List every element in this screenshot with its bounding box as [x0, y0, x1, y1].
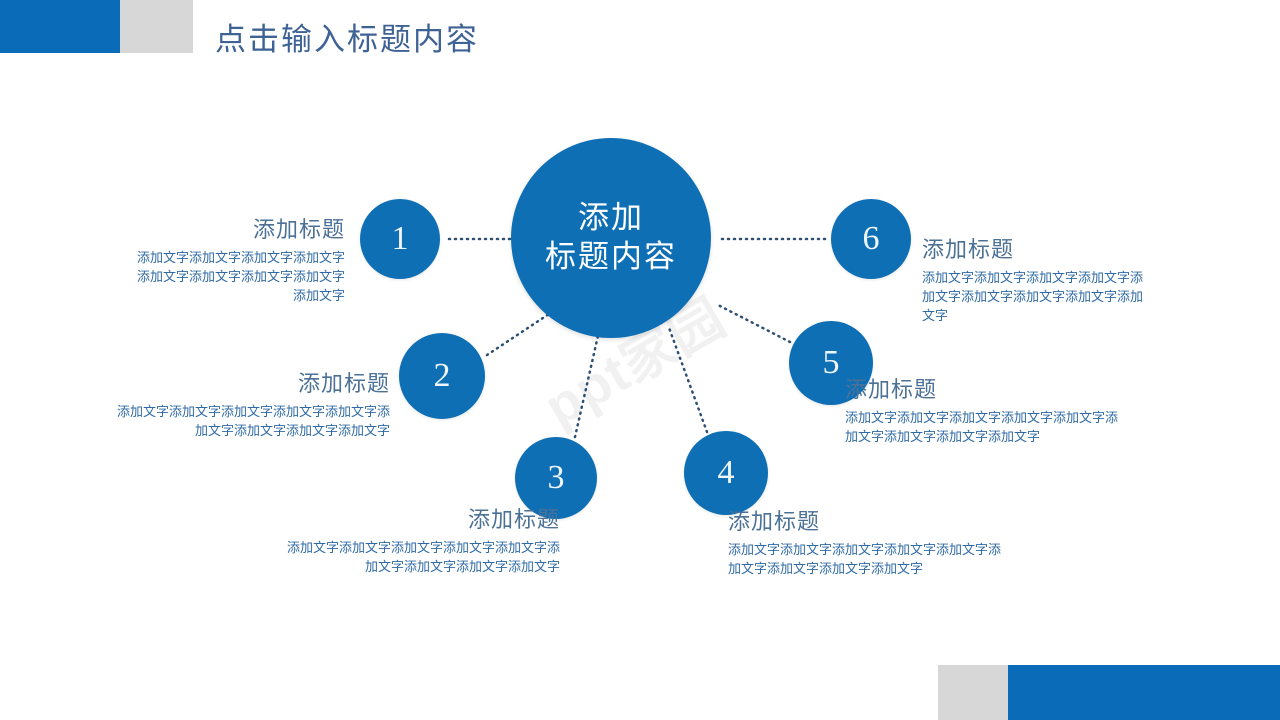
- node-text-block-6: 添加标题 添加文字添加文字添加文字添加文字添 加文字添加文字添加文字添加文字添加…: [922, 237, 1212, 326]
- node-body-6: 添加文字添加文字添加文字添加文字添 加文字添加文字添加文字添加文字添加 文字: [922, 269, 1212, 326]
- node-circle-6[interactable]: 6: [831, 199, 911, 279]
- connector-to-node-5: [716, 303, 792, 344]
- node-body-4: 添加文字添加文字添加文字添加文字添加文字添 加文字添加文字添加文字添加文字: [728, 541, 1118, 579]
- node-number-5: 5: [822, 344, 840, 381]
- node-title-3: 添加标题: [467, 507, 560, 532]
- connector-to-node-3: [573, 325, 602, 439]
- page-title: 点击输入标题内容: [215, 22, 479, 57]
- node-body-6-line-2: 加文字添加文字添加文字添加文字添加: [922, 289, 1144, 305]
- node-body-3-line-2: 加文字添加文字添加文字添加文字: [364, 559, 560, 575]
- node-text-block-4: 添加标题 添加文字添加文字添加文字添加文字添加文字添 加文字添加文字添加文字添加…: [728, 509, 1118, 579]
- footer-accent-bar-blue: [1008, 665, 1280, 720]
- node-body-5: 添加文字添加文字添加文字添加文字添加文字添 加文字添加文字添加文字添加文字: [845, 409, 1195, 447]
- node-body-6-line-1: 添加文字添加文字添加文字添加文字添: [922, 270, 1144, 286]
- node-body-3-line-1: 添加文字添加文字添加文字添加文字添加文字添: [286, 540, 560, 556]
- node-circle-5[interactable]: 5: [789, 321, 873, 405]
- node-body-2-line-1: 添加文字添加文字添加文字添加文字添加文字添: [116, 404, 390, 420]
- node-number-3: 3: [547, 459, 565, 496]
- node-title-4: 添加标题: [728, 509, 821, 534]
- connector-to-node-4: [666, 323, 709, 434]
- node-title-1: 添加标题: [252, 217, 345, 242]
- node-body-4-line-2: 加文字添加文字添加文字添加文字: [728, 561, 924, 577]
- node-body-2-line-2: 加文字添加文字添加文字添加文字: [194, 423, 390, 439]
- node-text-block-1: 添加标题 添加文字添加文字添加文字添加文字 添加文字添加文字添加文字添加文字 添…: [60, 217, 345, 306]
- node-circle-3[interactable]: 3: [515, 437, 597, 519]
- node-number-6: 6: [862, 220, 880, 257]
- node-circle-1[interactable]: 1: [360, 199, 440, 279]
- node-body-3: 添加文字添加文字添加文字添加文字添加文字添 加文字添加文字添加文字添加文字: [175, 539, 560, 577]
- node-text-block-2: 添加标题 添加文字添加文字添加文字添加文字添加文字添 加文字添加文字添加文字添加…: [40, 371, 390, 441]
- node-body-1-line-2: 添加文字添加文字添加文字添加文字: [136, 269, 345, 285]
- node-body-6-line-3: 文字: [922, 307, 949, 323]
- header-accent-bar-gray: [120, 0, 193, 53]
- hub-title-line-2: 标题内容: [545, 239, 677, 274]
- node-circle-4[interactable]: 4: [684, 431, 768, 515]
- node-number-2: 2: [433, 357, 451, 394]
- node-body-5-line-1: 添加文字添加文字添加文字添加文字添加文字添: [845, 410, 1119, 426]
- node-title-5: 添加标题: [845, 377, 938, 402]
- node-body-1-line-1: 添加文字添加文字添加文字添加文字: [136, 250, 345, 266]
- node-text-block-3: 添加标题 添加文字添加文字添加文字添加文字添加文字添 加文字添加文字添加文字添加…: [175, 507, 560, 577]
- node-circle-2[interactable]: 2: [399, 333, 485, 419]
- node-number-4: 4: [717, 454, 735, 491]
- footer-accent-bar-gray: [938, 665, 1008, 720]
- node-title-2: 添加标题: [297, 371, 390, 396]
- node-body-4-line-1: 添加文字添加文字添加文字添加文字添加文字添: [728, 542, 1002, 558]
- node-text-block-5: 添加标题 添加文字添加文字添加文字添加文字添加文字添 加文字添加文字添加文字添加…: [845, 377, 1195, 447]
- node-body-5-line-2: 加文字添加文字添加文字添加文字: [845, 429, 1041, 445]
- node-body-1-line-3: 添加文字: [292, 287, 345, 303]
- node-body-2: 添加文字添加文字添加文字添加文字添加文字添 加文字添加文字添加文字添加文字: [40, 403, 390, 441]
- hub-title-line-1: 添加: [578, 200, 644, 236]
- node-body-1: 添加文字添加文字添加文字添加文字 添加文字添加文字添加文字添加文字 添加文字: [60, 249, 345, 306]
- node-title-6: 添加标题: [922, 237, 1015, 262]
- header-accent-bar-blue: [0, 0, 120, 53]
- node-number-1: 1: [391, 220, 409, 257]
- hub-circle[interactable]: 添加 标题内容: [511, 138, 711, 338]
- connector-to-node-2: [485, 308, 557, 357]
